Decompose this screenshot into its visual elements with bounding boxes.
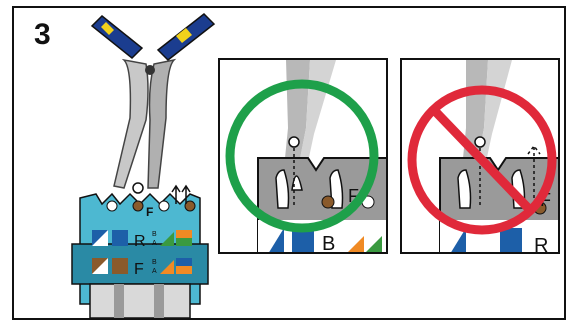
jack-row-top-letter: R [134,233,146,250]
jack-row-bottom-sub-top: B [152,259,157,266]
tool-handles [92,14,214,60]
jack-body: F R B A F B A [72,186,208,318]
tool-jaws [114,60,174,193]
panel-correct-bottom-letter: B [322,233,335,254]
jack-row-bottom-sub-bottom: A [152,268,157,275]
step-number: 3 [34,18,51,52]
jack-row-bottom-letter: F [134,261,144,278]
panel-incorrect: F R [400,58,560,254]
jack-top-letter: F [146,205,153,219]
instruction-frame: 3 F [12,6,566,320]
panel-incorrect-bottom-letter: R [534,235,548,254]
jack-row-top-sub-bottom: A [152,240,157,247]
panel-correct: F B [218,58,388,254]
jack-row-top-sub-top: B [152,231,157,238]
